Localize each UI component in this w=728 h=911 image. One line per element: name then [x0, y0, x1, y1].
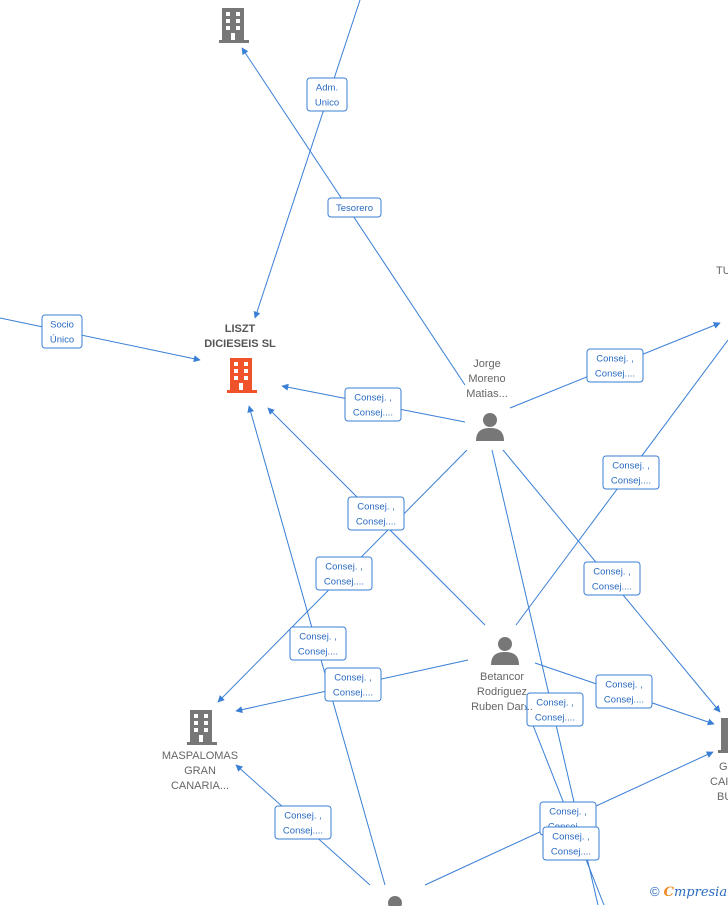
node-label-liszt: LISZT DICIESEIS SL [190, 322, 290, 352]
edge-label-box [274, 805, 332, 840]
edge-label-text: Unico [315, 98, 339, 109]
edge-label-consej-f[interactable]: Consej. , Consej.... [583, 561, 641, 596]
edge-label-box [41, 314, 83, 349]
node-label-line: MASPALOMAS [161, 750, 239, 762]
node-label-line: Rodriguez [476, 686, 528, 698]
brand-name: mpresia [673, 885, 728, 900]
edge-label-text: Consej.... [333, 688, 373, 699]
person-icon-bottom[interactable] [380, 893, 410, 911]
edge-label-consej-d[interactable]: Consej. , Consej.... [347, 496, 405, 531]
edge-label-text: Consej. , [605, 680, 643, 691]
edge-label-text: Consej. , [354, 393, 392, 404]
edge-label-text: Consej. , [549, 807, 587, 818]
edge-label-text: Consej. , [299, 632, 337, 643]
node-label-maspalomas: MASPALOMAS GRAN CANARIA... [150, 749, 250, 794]
person-icon-jorge[interactable] [475, 411, 505, 446]
node-label-line: Betancor [479, 671, 525, 683]
edge-label-text: Consej.... [592, 582, 632, 593]
brand-initial: C [663, 885, 674, 900]
edge-label-box [526, 692, 584, 727]
node-label-line: CAI [710, 776, 728, 788]
edge-label-box [583, 561, 641, 596]
edge-label-consej-c[interactable]: Consej. , Consej.... [602, 455, 660, 490]
edge-label-text: Tesorero [336, 203, 373, 214]
edge-label-box [289, 626, 347, 661]
edge-label-consej-g[interactable]: Consej. , Consej.... [289, 626, 347, 661]
edge-label-box [586, 348, 644, 383]
node-label-right-top: TU [716, 264, 728, 279]
edge-label-consej-e[interactable]: Consej. , Consej.... [315, 556, 373, 591]
edge-label-box [315, 556, 373, 591]
edge-label-text: Único [50, 335, 74, 346]
edge-label-text: Consej.... [356, 517, 396, 528]
node-label-line: G [719, 761, 728, 773]
node-label-line: Moreno [468, 373, 506, 385]
edge-label-text: Consej. , [552, 832, 590, 843]
node-label-right-bottom: G CAI BU [710, 760, 728, 805]
copyright-symbol: © [650, 884, 660, 899]
node-label-line: Jorge [473, 358, 501, 370]
edge-label-consej-i[interactable]: Consej. , Consej.... [595, 674, 653, 709]
edge-label-adm-unico[interactable]: Adm. Unico [306, 77, 348, 112]
building-icon-top[interactable] [219, 8, 249, 49]
edge-label-text: Consej. , [325, 562, 363, 573]
building-icon-liszt[interactable] [227, 358, 257, 399]
edge-label-text: Consej.... [353, 408, 393, 419]
edge-label-text: Consej.... [298, 647, 338, 658]
node-label-jorge: Jorge Moreno Matias... [447, 357, 527, 402]
building-shape [219, 8, 249, 43]
node-label-line: DICIESEIS SL [204, 338, 276, 350]
edge-label-box [602, 455, 660, 490]
edge-label-text: Consej. , [612, 461, 650, 472]
node-label-line: CANARIA... [170, 780, 230, 792]
edge-label-box [595, 674, 653, 709]
edge-label-text: Socio [50, 320, 74, 331]
edge-label-text: Consej.... [283, 826, 323, 837]
edge-label-box [347, 496, 405, 531]
person-icon-betancor[interactable] [490, 635, 520, 670]
edge-label-box [306, 77, 348, 112]
edge-label-text: Consej. , [357, 502, 395, 513]
edge-label-consej-k[interactable]: Consej. , Consej.... [274, 805, 332, 840]
node-label-betancor: Betancor Rodriguez Ruben Dar... [462, 670, 542, 715]
edge-label-box [542, 826, 600, 861]
edge-label-tesorero[interactable]: Tesorero [327, 197, 382, 218]
edge-label-text: Consej. , [593, 567, 631, 578]
building-icon-maspalomas[interactable] [187, 710, 217, 751]
node-label-line: GRAN [184, 765, 216, 777]
node-label-line: Matias... [466, 388, 508, 400]
brand-watermark: ©Cmpresia [650, 884, 727, 900]
edge-left-to-liszt [0, 317, 201, 363]
edge-label-consej-b[interactable]: Consej. , Consej.... [586, 348, 644, 383]
node-label-line: Ruben Dar... [471, 701, 533, 713]
building-icon-right-bottom[interactable] [718, 718, 728, 759]
edge-label-text: Consej.... [604, 695, 644, 706]
node-label-line: LISZT [224, 323, 256, 335]
edge-label-text: Consej.... [551, 847, 591, 858]
edge-label-text: Consej.... [595, 369, 635, 380]
edge-label-text: Consej.... [535, 713, 575, 724]
edge-label-text: Adm. [316, 83, 338, 94]
edge-label-consej-a[interactable]: Consej. , Consej.... [344, 387, 402, 422]
edge-label-box [344, 387, 402, 422]
edge-label-text: Consej. , [596, 354, 634, 365]
edge-label-text: Consej. , [284, 811, 322, 822]
edge-label-consej-m[interactable]: Consej. , Consej.... [542, 826, 600, 861]
edge-label-text: Consej.... [611, 476, 651, 487]
node-label-line: BU [717, 791, 728, 803]
edge-label-text: Consej.... [324, 577, 364, 588]
node-label-line: TU [716, 265, 728, 277]
edge-label-consej-h[interactable]: Consej. , Consej.... [324, 667, 382, 702]
edge-label-consej-j[interactable]: Consej. , Consej.... [526, 692, 584, 727]
edge-label-text: Consej. , [334, 673, 372, 684]
edge-label-box [324, 667, 382, 702]
edge-label-text: Consej. , [536, 698, 574, 709]
edge-top-to-liszt [253, 0, 361, 319]
edge-label-box [327, 197, 382, 218]
